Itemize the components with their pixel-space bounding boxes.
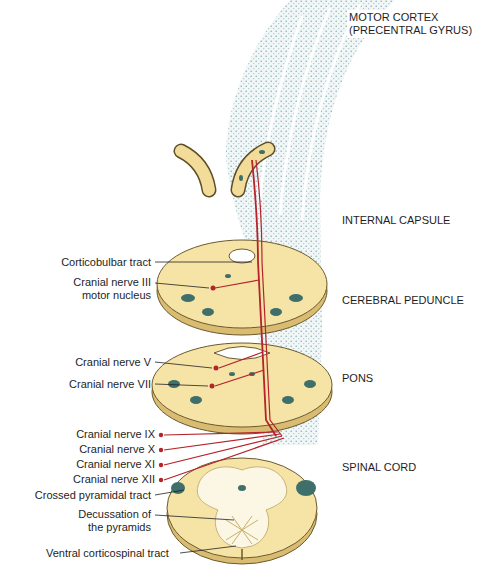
nucleus-blob: [181, 294, 195, 302]
ventral-fissure: [241, 549, 243, 560]
cerebral-aqueduct: [229, 249, 255, 263]
label-slot: Cranial nerve X: [15, 443, 155, 456]
leader-line: [155, 515, 234, 520]
nerve-end: [159, 448, 163, 452]
cranial-nerve-fibre: [164, 438, 284, 480]
cranial-nerve-fibre: [164, 436, 282, 465]
label-slot: MOTOR CORTEX (PRECENTRAL GYRUS): [347, 10, 479, 38]
level-label: CEREBRAL PEDUNCLE: [342, 294, 480, 307]
label-slot: Corticobulbar tract: [11, 256, 151, 269]
cranial-nerve-label: Cranial nerve XII: [15, 473, 155, 486]
label-slot: Cranial nerve IX: [15, 428, 155, 441]
structure-label: Cranial nerve VII: [11, 378, 151, 391]
nucleus-blob: [289, 294, 303, 302]
leader-line: [180, 546, 236, 553]
structure-label: Decussation of the pyramids: [61, 508, 151, 534]
nucleus-blob: [202, 308, 214, 316]
structure-label: Cranial nerve V: [11, 356, 151, 369]
nucleus-dot: [210, 384, 215, 389]
label-slot: PONS: [342, 372, 477, 385]
label-slot: CEREBRAL PEDUNCLE: [342, 294, 480, 307]
capsule-nucleus: [259, 150, 265, 154]
label-slot: Cranial nerve VII: [11, 378, 151, 391]
spinal-slice: [167, 458, 317, 558]
cranial-nerve-label: Cranial nerve XI: [15, 458, 155, 471]
internal-capsule-band: [181, 151, 209, 190]
level-label: PONS: [342, 372, 477, 385]
nucleus-blob: [282, 396, 294, 404]
level-label: SPINAL CORD: [342, 461, 477, 474]
peduncle-slice: [157, 240, 327, 328]
nucleus-blob: [296, 480, 316, 496]
gray-matter: [197, 467, 286, 548]
label-slot: Cranial nerve III motor nucleus: [51, 276, 151, 302]
nucleus-blob: [238, 485, 246, 491]
nerve-end: [159, 478, 163, 482]
tract-branch: [219, 352, 263, 368]
label-slot: SPINAL CORD: [342, 461, 477, 474]
leader-line: [155, 362, 212, 368]
leader-line: [155, 384, 208, 386]
nucleus-blob: [229, 372, 235, 376]
nucleus-blob: [304, 380, 316, 388]
leader-line: [155, 283, 209, 288]
leader-line: [155, 262, 252, 263]
nucleus-blob: [225, 274, 231, 278]
label-slot: Crossed pyramidal tract: [5, 489, 151, 502]
nucleus-dot: [211, 286, 216, 291]
structure-label: Ventral corticospinal tract: [46, 547, 180, 560]
nucleus-blob: [270, 308, 282, 316]
nucleus-dot: [214, 366, 219, 371]
nerve-end: [159, 433, 163, 437]
structure-label: Crossed pyramidal tract: [5, 489, 151, 502]
label-slot: Decussation of the pyramids: [61, 508, 151, 534]
region-label: MOTOR CORTEX (PRECENTRAL GYRUS): [347, 10, 479, 38]
cranial-nerve-label: Cranial nerve X: [15, 443, 155, 456]
nerve-end: [159, 463, 163, 467]
leader-line: [155, 490, 184, 495]
label-slot: Cranial nerve XI: [15, 458, 155, 471]
cranial-nerve-label: Cranial nerve IX: [15, 428, 155, 441]
cranial-nerve-fibre: [164, 432, 278, 435]
label-slot: Cranial nerve XII: [15, 473, 155, 486]
nucleus-blob: [190, 396, 202, 404]
structure-label: Cranial nerve III motor nucleus: [51, 276, 151, 302]
nucleus-blob: [168, 380, 180, 388]
cranial-nerve-fibre: [164, 434, 280, 450]
corticobulbar-tract: [256, 160, 282, 436]
label-slot: INTERNAL CAPSULE: [342, 214, 477, 227]
pons-slice: [152, 343, 332, 427]
level-label: INTERNAL CAPSULE: [342, 214, 477, 227]
structure-label: Corticobulbar tract: [11, 256, 151, 269]
label-slot: Ventral corticospinal tract: [46, 547, 180, 560]
pyramid-decussation: [226, 516, 258, 544]
label-slot: Cranial nerve V: [11, 356, 151, 369]
capsule-nucleus: [239, 175, 243, 181]
tract-branch: [215, 280, 259, 288]
tract-branch: [215, 370, 264, 386]
internal-capsule-band: [181, 151, 209, 190]
